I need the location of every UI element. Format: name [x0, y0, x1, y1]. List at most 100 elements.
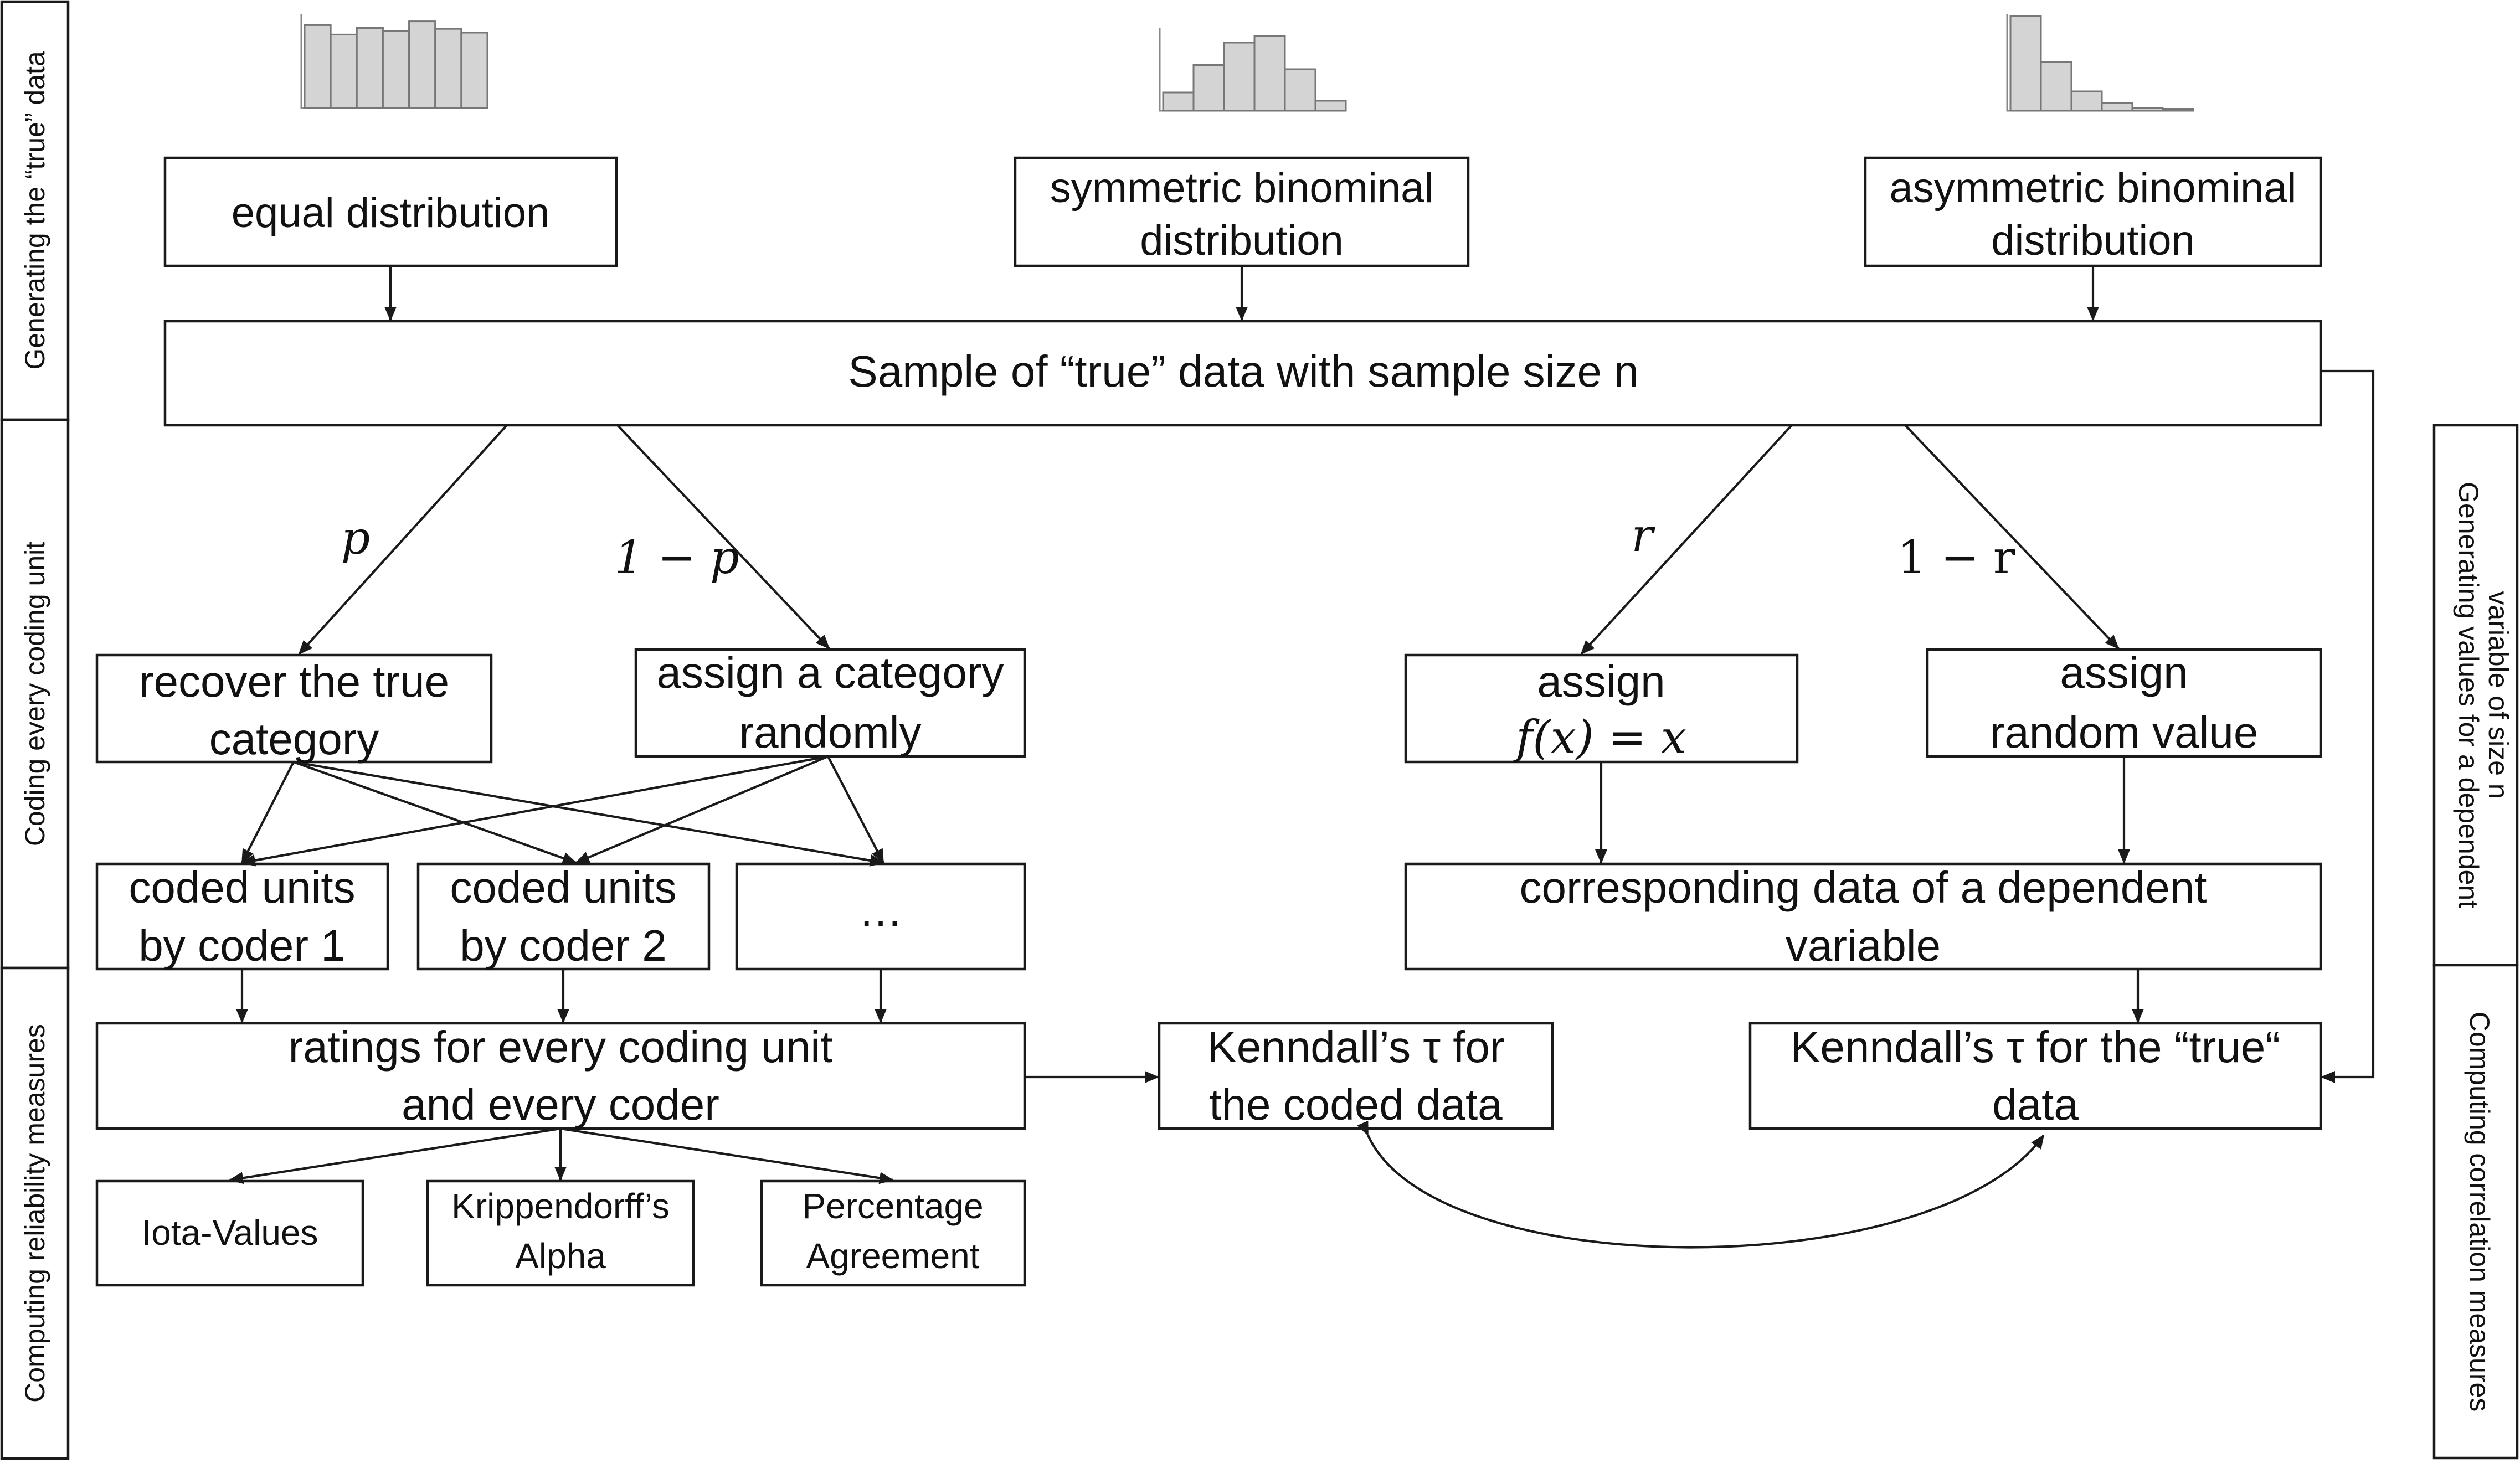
svg-text:Kenndall’s τ for the “true“: Kenndall’s τ for the “true“ — [1791, 1022, 2280, 1072]
arrow-recover-to-more — [293, 760, 884, 867]
svg-text:by coder 1: by coder 1 — [138, 921, 346, 970]
svg-text:ratings for every coding unit: ratings for every coding unit — [289, 1022, 833, 1072]
svg-text:Alpha: Alpha — [515, 1236, 606, 1276]
histogram-symmetric-bar — [1162, 91, 1195, 112]
svg-text:assign a category: assign a category — [656, 648, 1004, 697]
assign-fx-box: assign f(x) = x — [1404, 653, 1799, 764]
arrow-ratings-to-iota — [229, 1127, 561, 1184]
histogram-equal-bar — [304, 24, 332, 109]
arrow-random-to-more — [827, 756, 884, 864]
svg-text:category: category — [209, 714, 379, 764]
arrow-recover-to-coder1 — [241, 761, 295, 864]
side-label-generating-dependent: Generating values for a dependent variab… — [2432, 424, 2519, 967]
arrow-recover-to-coder2 — [293, 761, 577, 864]
edge-label-r: r — [1631, 509, 1655, 562]
svg-text:Iota-Values: Iota-Values — [142, 1213, 318, 1253]
svg-text:and every coder: and every coder — [402, 1080, 719, 1129]
equal-distribution-box: equal distribution — [163, 156, 618, 267]
svg-text:assign: assign — [1537, 657, 1665, 706]
histogram-symmetric-bar — [1284, 68, 1316, 112]
svg-text:the coded data: the coded data — [1209, 1080, 1503, 1129]
sample-box: Sample of “true” data with sample size n — [163, 320, 2322, 427]
symmetric-binominal-box: symmetric binominal distribution — [1014, 156, 1470, 267]
histogram-equal — [300, 14, 488, 109]
svg-text:randomly: randomly — [739, 708, 921, 757]
assign-random-value-box: assign random value — [1926, 648, 2322, 758]
svg-text:Kenndall’s τ for: Kenndall’s τ for — [1207, 1022, 1504, 1072]
svg-text:distribution: distribution — [1140, 217, 1344, 264]
svg-text:recover the true: recover the true — [139, 657, 449, 706]
coded-units-more-box: … — [735, 862, 1026, 971]
histogram-equal-bar — [382, 30, 410, 109]
svg-text:Sample of “true” data with sam: Sample of “true” data with sample size n — [848, 347, 1638, 396]
histogram-equal-bar — [434, 28, 462, 109]
edge-label-p: p — [341, 512, 371, 565]
svg-text:assign: assign — [2060, 648, 2188, 697]
svg-text:Generating values for a depend: Generating values for a dependent — [2453, 482, 2484, 908]
svg-text:distribution: distribution — [1991, 217, 2195, 264]
histogram-equal-bar — [408, 20, 436, 109]
kendall-true-box: Kenndall’s τ for the “true“ data — [1748, 1022, 2322, 1130]
krippendorff-alpha-box: Krippendorff’s Alpha — [426, 1179, 695, 1287]
histogram-equal-bar — [356, 27, 384, 109]
histogram-asymmetric-bar — [2009, 15, 2042, 112]
histogram-symmetric-bar — [1223, 42, 1256, 112]
histogram-asymmetric-bar — [2040, 61, 2072, 112]
side-label-computing-reliability: Computing reliability measures — [0, 966, 70, 1460]
side-label-computing-correlation: Computing correlation measures — [2432, 964, 2519, 1460]
kendall-coded-box: Kenndall’s τ for the coded data — [1158, 1022, 1554, 1130]
iota-values-box: Iota-Values — [95, 1179, 364, 1287]
ratings-box: ratings for every coding unit and every … — [95, 1022, 1026, 1130]
svg-text:f(x) = x: f(x) = x — [1513, 712, 1686, 764]
svg-text:corresponding data of a depend: corresponding data of a dependent — [1520, 863, 2207, 912]
histogram-asymmetric-bar — [2131, 107, 2164, 112]
arrow-random-to-coder1 — [241, 755, 829, 867]
arrow-sample-to-kendall-true — [2321, 369, 2375, 1083]
histogram-symmetric-bar — [1253, 35, 1286, 112]
percentage-agreement-box: Percentage Agreement — [760, 1179, 1026, 1287]
histogram-symmetric-bar — [1314, 100, 1347, 112]
histogram-equal-bar — [330, 33, 358, 109]
arrow-random-to-coder2 — [575, 755, 829, 864]
svg-text:variable of size n: variable of size n — [2483, 591, 2514, 799]
svg-text:equal distribution: equal distribution — [232, 189, 550, 236]
svg-text:variable: variable — [1786, 921, 1941, 970]
svg-text:Computing reliability measures: Computing reliability measures — [19, 1024, 50, 1403]
svg-text:random value: random value — [1990, 708, 2259, 757]
svg-text:Computing correlation measures: Computing correlation measures — [2464, 1012, 2495, 1412]
svg-text:Coding every coding unit: Coding every coding unit — [19, 542, 50, 846]
arrow-sample-to-assign-category — [616, 424, 830, 650]
dependent-variable-box: corresponding data of a dependent variab… — [1404, 862, 2322, 971]
svg-text:data: data — [1992, 1080, 2079, 1129]
svg-text:asymmetric binominal: asymmetric binominal — [1890, 164, 2297, 212]
edge-label-one-minus-r: 1 − r — [1897, 532, 2015, 584]
asymmetric-binominal-box: asymmetric binominal distribution — [1864, 156, 2322, 267]
svg-text:Percentage: Percentage — [802, 1186, 983, 1226]
recover-true-category-box: recover the true category — [95, 653, 493, 764]
histogram-asymmetric-bar — [2162, 108, 2194, 112]
histogram-asymmetric — [2006, 14, 2194, 112]
side-label-coding-every-unit: Coding every coding unit — [0, 418, 70, 970]
arrow-compare-kendall — [1357, 1120, 2045, 1249]
assign-category-randomly-box: assign a category randomly — [634, 648, 1026, 758]
svg-text:by coder 2: by coder 2 — [460, 921, 667, 970]
connectors — [229, 266, 2375, 1249]
arrow-sample-to-recover — [298, 424, 508, 655]
histogram-symmetric — [1159, 28, 1347, 112]
arrow-sample-to-assign-random — [1904, 424, 2120, 650]
svg-text:coded units: coded units — [128, 863, 355, 912]
coded-units-coder2-box: coded units by coder 2 — [416, 862, 711, 971]
histogram-asymmetric-bar — [2101, 102, 2133, 112]
edge-label-one-minus-p: 1 − p — [614, 532, 739, 584]
histogram-symmetric-bar — [1192, 64, 1225, 112]
arrow-ratings-to-percentage — [560, 1127, 894, 1184]
svg-text:symmetric binominal: symmetric binominal — [1050, 164, 1434, 212]
histogram-asymmetric-bar — [2070, 90, 2103, 112]
histogram-equal-bar — [460, 32, 488, 109]
svg-text:Agreement: Agreement — [806, 1236, 979, 1276]
svg-text:…: … — [858, 886, 903, 935]
svg-text:coded units: coded units — [450, 863, 676, 912]
arrow-sample-to-assign-fx — [1580, 424, 1793, 655]
